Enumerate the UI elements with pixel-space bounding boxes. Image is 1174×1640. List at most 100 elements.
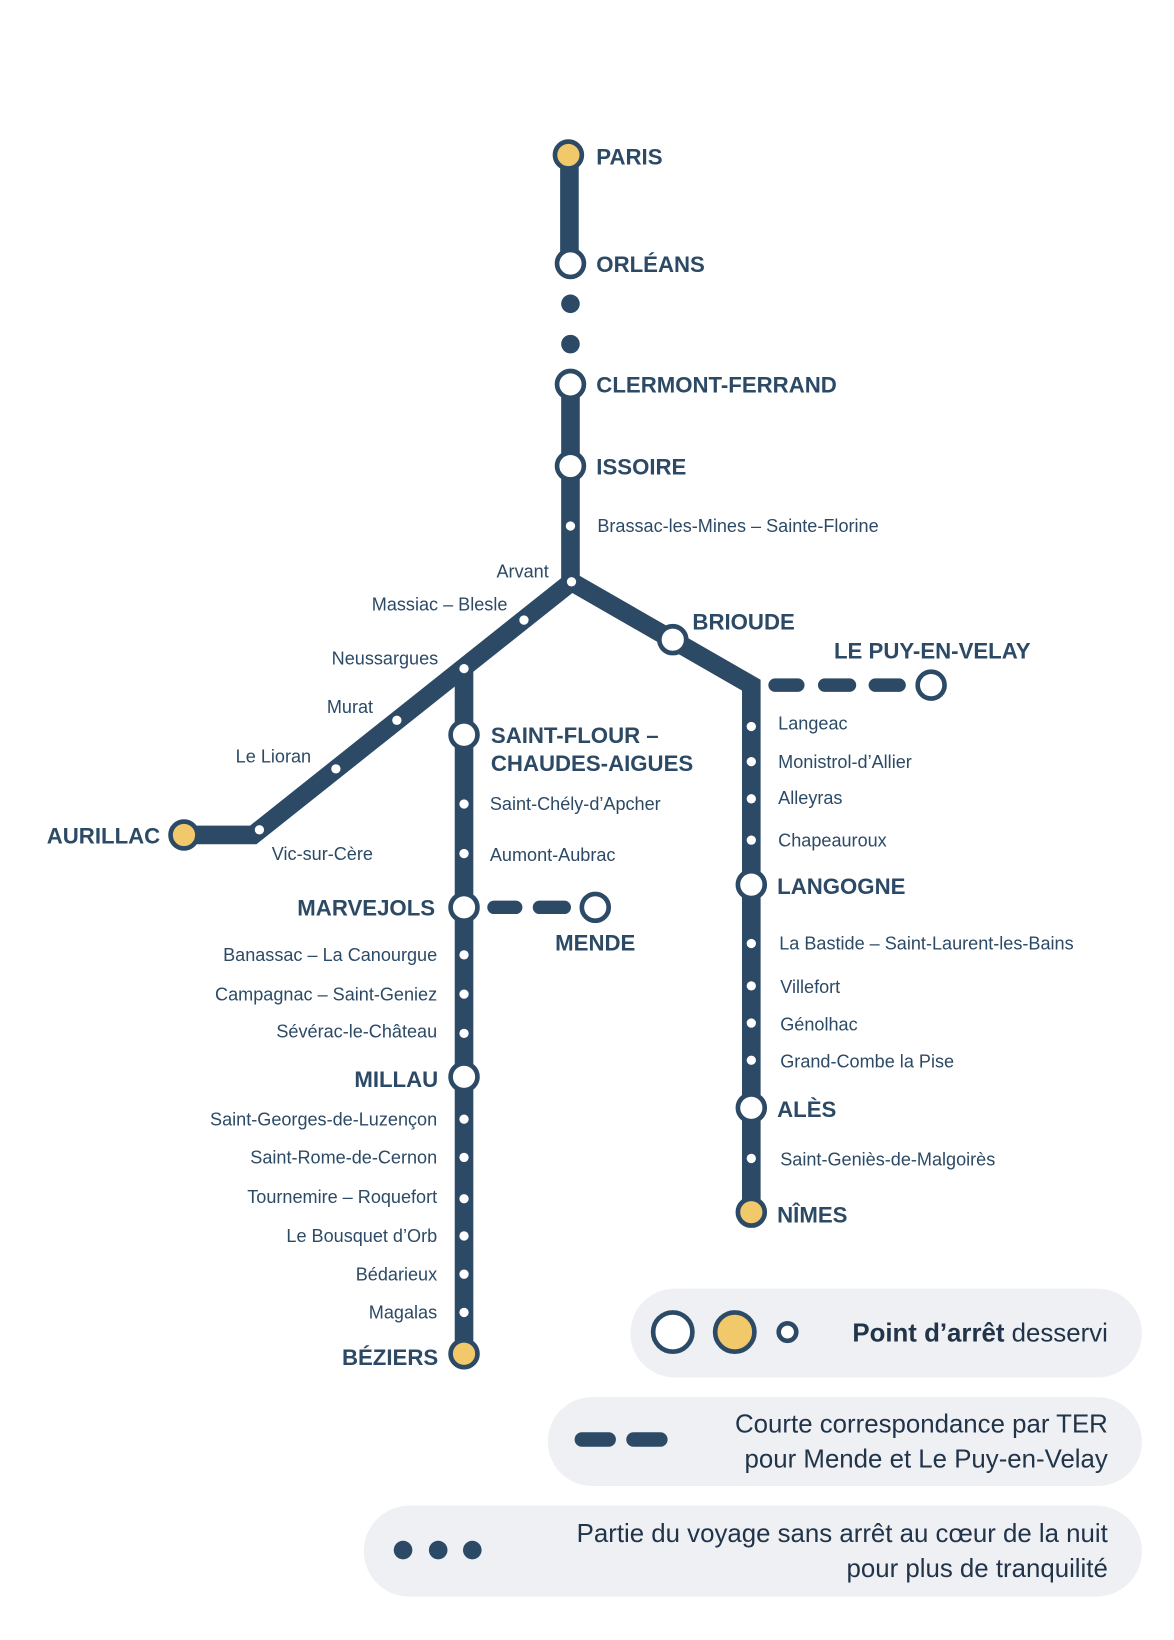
legend-stop-rest: desservi [1004,1319,1107,1347]
legend-night-section: Partie du voyage sans arrêt au cœur de l… [363,1505,1142,1597]
stop-dot-tournemire [459,1194,469,1204]
station-label-mende: MENDE [555,931,635,956]
station-marker-millau [448,1061,480,1093]
stop-label-saint-georges: Saint-Georges-de-Luzençon [210,1109,437,1129]
main-station-labels: PARIS ORLÉANS CLERMONT-FERRAND ISSOIRE B… [47,144,1031,1370]
station-marker-marvejols [448,891,480,924]
stop-dot-saint-genies [746,1153,756,1164]
legend-night-line1: Partie du voyage sans arrêt au cœur de l… [577,1520,1108,1548]
station-label-clermont-ferrand: CLERMONT-FERRAND [596,373,837,398]
stop-dot-villefort [746,981,756,991]
stop-dot-massiac [519,615,529,625]
stop-label-neussargues: Neussargues [332,648,439,668]
stop-dot-chapeauroux [746,835,756,845]
legend-pill [363,1505,1142,1597]
station-marker-clermont-ferrand [554,368,587,401]
stop-label-le-lioran: Le Lioran [236,747,311,767]
station-label-orleans: ORLÉANS [596,252,705,277]
small-stop-labels: Brassac-les-Mines – Sainte-Florine Arvan… [210,516,1074,1322]
station-label-issoire: ISSOIRE [596,454,686,479]
station-label-beziers: BÉZIERS [342,1345,438,1370]
station-marker-saint-flour [448,718,480,751]
stop-label-magalas: Magalas [369,1303,437,1323]
stop-dot-murat [392,715,402,725]
legend-ter-connection: Courte correspondance par TER pour Mende… [547,1397,1142,1487]
station-marker-mende [579,891,612,924]
legend-main-station-icon [650,1310,695,1355]
legend-night-line2: pour plus de tranquilité [847,1555,1108,1583]
stop-label-saint-genies: Saint-Geniès-de-Malgoirès [780,1150,995,1170]
stop-dot-magalas [459,1307,469,1318]
main-stations [168,139,947,1370]
stop-label-la-bastide: La Bastide – Saint-Laurent-les-Bains [779,934,1073,954]
station-label-millau: MILLAU [354,1067,438,1092]
station-label-nimes: NÎMES [777,1203,847,1228]
stop-dot-campagnac [459,989,469,999]
stop-dot-neussargues [459,663,469,674]
stop-label-bedarieux: Bédarieux [356,1264,437,1284]
stop-dot-langeac [746,721,756,732]
stop-label-campagnac: Campagnac – Saint-Geniez [215,984,437,1004]
stop-label-grand-combe: Grand-Combe la Pise [780,1051,954,1071]
stop-dot-brassac [565,521,576,531]
stop-label-vic-sur-cere: Vic-sur-Cère [272,844,373,864]
stop-dot-arvant [566,577,577,587]
station-label-langogne: LANGOGNE [777,874,905,899]
night-section-dots [561,294,580,354]
stop-label-arvant: Arvant [497,562,549,582]
stop-label-severac: Sévérac-le-Château [276,1022,437,1042]
stop-label-bousquet: Le Bousquet d’Orb [286,1226,437,1246]
legend-terminus-icon [712,1310,757,1355]
stop-label-langeac: Langeac [778,714,847,734]
station-label-le-puy-en-velay: LE PUY-EN-VELAY [834,638,1031,663]
legend-stop-served: Point d’arrêt desservi [630,1288,1142,1378]
stop-dot-genolhac [746,1018,756,1028]
stop-dot-saint-chely [459,799,469,809]
station-marker-issoire [554,450,587,482]
station-marker-aurillac [168,819,200,851]
stop-dot-banassac [459,950,469,960]
station-label-saint-flour-line1: SAINT-FLOUR – [491,723,659,748]
night-dot [561,334,580,354]
stop-label-massiac: Massiac – Blesle [372,595,508,615]
legend-pill [630,1288,1142,1378]
station-marker-orleans [554,247,587,280]
legend: Point d’arrêt desservi Courte correspond… [363,1288,1142,1597]
stop-dot-bousquet [459,1231,469,1241]
station-marker-beziers [448,1337,480,1370]
stop-label-monistrol: Monistrol-d’Allier [778,752,912,772]
legend-night-dot-icon [393,1540,413,1560]
legend-night-dot-icon [428,1540,448,1560]
legend-pill [547,1397,1142,1487]
stop-dot-saint-georges [459,1114,469,1124]
station-marker-paris [552,139,585,171]
station-label-aurillac: AURILLAC [47,823,160,848]
station-marker-nimes [735,1196,768,1228]
stop-dot-monistrol [746,756,756,767]
legend-small-stop-icon [776,1320,799,1344]
stop-label-banassac: Banassac – La Canourgue [223,945,437,965]
stop-label-aumont: Aumont-Aubrac [490,845,616,865]
station-label-ales: ALÈS [777,1097,836,1122]
stop-dot-vic-sur-cere [254,825,265,835]
night-dot [561,294,580,314]
station-marker-ales [735,1092,768,1124]
stop-dot-aumont [459,848,469,859]
station-marker-brioude [657,623,689,656]
stop-label-murat: Murat [327,697,373,717]
station-label-paris: PARIS [596,144,662,169]
legend-connection-line1: Courte correspondance par TER [735,1410,1108,1438]
stop-dot-severac [459,1028,469,1039]
stop-label-saint-chely: Saint-Chély-d’Apcher [490,794,661,814]
station-marker-langogne [735,868,768,901]
stop-dot-grand-combe [746,1055,756,1065]
station-marker-le-puy-en-velay [915,669,947,701]
small-stops [254,521,756,1318]
stop-dot-le-lioran [331,764,341,774]
stop-dot-saint-rome [459,1152,469,1163]
stop-label-brassac: Brassac-les-Mines – Sainte-Florine [597,516,878,536]
stop-label-chapeauroux: Chapeauroux [778,830,887,850]
stop-dot-bedarieux [459,1269,469,1279]
stop-label-alleyras: Alleyras [778,788,842,808]
stop-label-tournemire: Tournemire – Roquefort [247,1187,437,1207]
